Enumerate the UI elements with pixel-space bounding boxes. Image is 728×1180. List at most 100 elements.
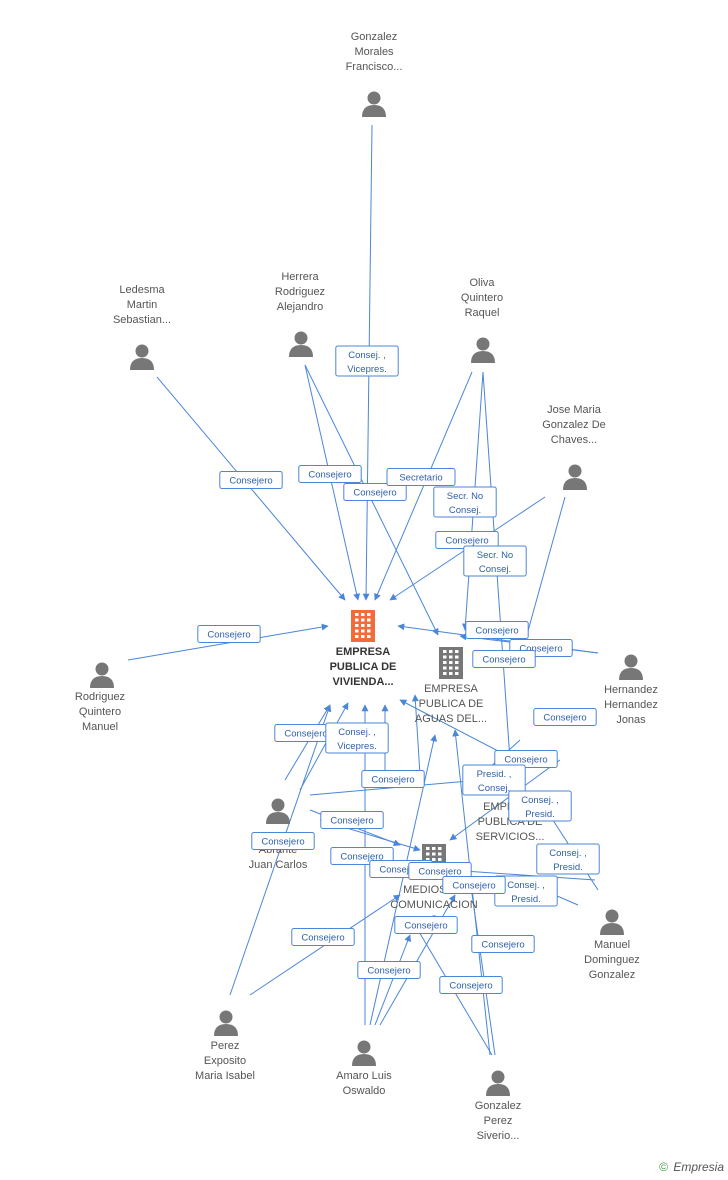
relation-badge[interactable]: Consejero — [465, 621, 529, 639]
relation-badge[interactable]: Consejero — [219, 471, 283, 489]
relation-badge-box — [251, 832, 315, 850]
node-label-line: PUBLICA DE — [419, 698, 484, 710]
relation-label: Consej. , — [348, 350, 386, 361]
brand-name[interactable]: Empresia — [673, 1160, 724, 1174]
relation-badge[interactable]: Consejero — [533, 708, 597, 726]
relation-label: Presid. — [511, 894, 541, 905]
relation-badge[interactable]: Secretario — [386, 468, 456, 486]
relation-badge[interactable]: Consejero — [197, 625, 261, 643]
node-label-line: SERVICIOS... — [476, 831, 545, 843]
relation-badge[interactable]: Consejero — [471, 935, 535, 953]
edges-layer — [127, 124, 599, 1056]
person-node-p2[interactable]: LedesmaMartinSebastian... — [113, 284, 171, 370]
edge-line — [449, 866, 596, 881]
person-node-p1[interactable]: GonzalezMoralesFrancisco... — [346, 31, 403, 117]
relation-label: Consej. , — [521, 795, 559, 806]
relation-badge-box — [320, 811, 384, 829]
node-label-line: VIVIENDA... — [332, 676, 393, 688]
footer-brand: © Empresia — [659, 1160, 724, 1174]
relation-badge[interactable]: Consejero — [320, 811, 384, 829]
relation-badge[interactable]: Consejero — [472, 650, 536, 668]
relation-label: Consejero — [371, 775, 414, 786]
relation-badge[interactable]: Consejero — [361, 770, 425, 788]
relation-label: Secr. No — [447, 491, 483, 502]
relation-badge-box — [361, 770, 425, 788]
node-label-line: Oswaldo — [343, 1085, 386, 1097]
node-label-line: Dominguez — [584, 954, 640, 966]
edge-line — [299, 702, 349, 791]
relation-badge[interactable]: Consejero — [357, 961, 421, 979]
relation-badge[interactable]: Consejero — [343, 483, 407, 501]
relation-badge[interactable]: Consejero — [439, 976, 503, 994]
relation-badge-box — [343, 483, 407, 501]
node-label-line: Hernandez — [604, 684, 658, 696]
relation-badge-box — [394, 916, 458, 934]
relation-badge-box — [408, 862, 472, 880]
relation-badge[interactable]: Consejero — [494, 750, 558, 768]
relation-label: Consejero — [379, 865, 422, 876]
edge-line — [411, 694, 421, 776]
relation-badge[interactable]: Consejero — [298, 465, 362, 483]
relation-badge-box — [462, 764, 526, 796]
relation-badge-box — [439, 976, 503, 994]
relation-label: Presid. — [553, 862, 583, 873]
node-label-line: Exposito — [204, 1055, 246, 1067]
relation-badge-box — [325, 722, 389, 754]
relation-badge[interactable]: Consej. ,Presid. — [536, 843, 600, 875]
relation-label: Consejero — [229, 476, 272, 487]
relation-label: Consejero — [543, 713, 586, 724]
relation-label: Consejero — [340, 852, 383, 863]
node-label-line: Siverio... — [477, 1130, 520, 1142]
relation-badge-box — [536, 843, 600, 875]
relation-label: Consej. , — [338, 727, 376, 738]
relation-badge[interactable]: Consejero — [442, 876, 506, 894]
node-label-line: Gonzalez De — [542, 419, 606, 431]
node-label-line: Oliva — [469, 277, 495, 289]
edge-line — [374, 934, 411, 1026]
node-label-line: Perez — [211, 1040, 240, 1052]
node-label-line: Sebastian... — [113, 314, 171, 326]
node-label-line: Quintero — [79, 706, 121, 718]
relation-badge-box — [533, 708, 597, 726]
copyright-symbol: © — [659, 1160, 668, 1174]
node-label-line: Herrera — [281, 271, 319, 283]
relation-label: Consejero — [482, 655, 525, 666]
relation-label: Consejero — [353, 488, 396, 499]
relation-badge[interactable]: Consejero — [408, 862, 472, 880]
relation-badge[interactable]: Consej. ,Vicepres. — [325, 722, 389, 754]
relation-label: Consejero — [481, 940, 524, 951]
relation-label: Consejero — [504, 755, 547, 766]
relation-badge[interactable]: Consejero — [435, 531, 499, 549]
person-node-p12[interactable]: GonzalezPerezSiverio... — [475, 1070, 521, 1143]
relation-badge[interactable]: Consejero — [394, 916, 458, 934]
relation-badge[interactable]: Consej. ,Vicepres. — [335, 345, 399, 377]
relation-badge[interactable]: Presid. ,Consej. — [462, 764, 526, 796]
relation-badge-box — [508, 790, 572, 822]
relation-badge-box — [471, 935, 535, 953]
relation-badge-box — [298, 465, 362, 483]
relation-label: Consejero — [261, 837, 304, 848]
person-icon — [90, 662, 114, 688]
node-label-line: Perez — [484, 1115, 513, 1127]
relation-badge-box — [463, 545, 527, 577]
relation-badge[interactable]: Consejero — [291, 928, 355, 946]
person-icon — [619, 654, 643, 680]
relation-badge[interactable]: Consejero — [251, 832, 315, 850]
person-icon — [600, 909, 624, 935]
person-icon — [471, 337, 495, 363]
relation-badge[interactable]: Consej. ,Presid. — [508, 790, 572, 822]
node-label-line: Maria Isabel — [195, 1070, 255, 1082]
node-label-line: Juan Carlos — [249, 859, 308, 871]
